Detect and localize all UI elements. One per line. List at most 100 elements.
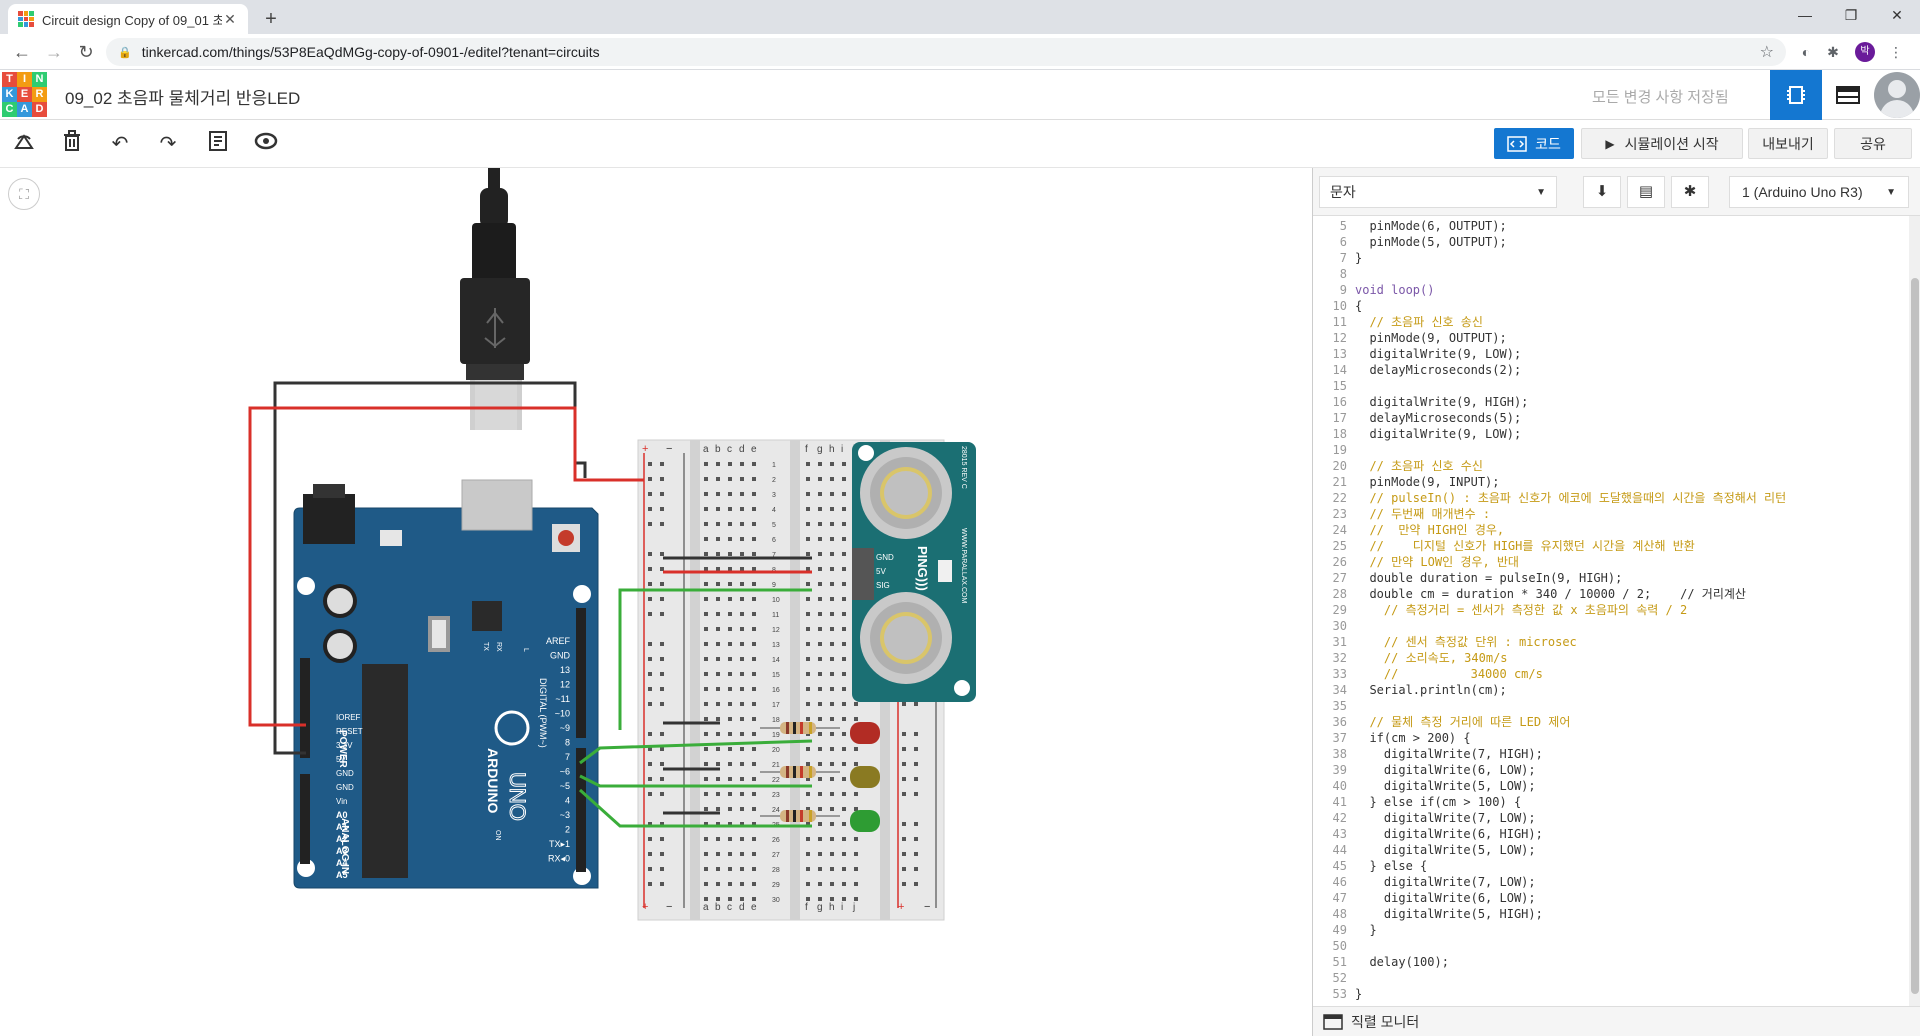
debugger-bug-icon[interactable]: ✱ [1671,176,1709,208]
code-line[interactable]: 16 digitalWrite(9, HIGH); [1313,394,1909,410]
browser-menu-icon[interactable]: ⋮ [1889,44,1903,60]
code-line[interactable]: 13 digitalWrite(9, LOW); [1313,346,1909,362]
arduino-uno-board[interactable]: IOREF RESET 3.3V 5V GND GND Vin A0 A1 A2… [293,479,599,889]
editor-scrollbar[interactable] [1909,216,1920,1006]
code-line[interactable]: 8 [1313,266,1909,282]
visibility-eye-icon[interactable] [252,130,280,158]
green-led[interactable] [850,810,880,832]
led-red-signal-wire[interactable] [579,739,813,765]
library-icon[interactable]: ▤ [1627,176,1665,208]
restore-icon[interactable]: ❐ [1844,7,1858,23]
circuit-view-button[interactable] [1770,70,1822,120]
redo-icon[interactable]: ↷ [159,133,177,155]
code-line[interactable]: 48 digitalWrite(5, HIGH); [1313,906,1909,922]
code-line[interactable]: 30 [1313,618,1909,634]
code-line[interactable]: 17 delayMicroseconds(5); [1313,410,1909,426]
new-tab-button[interactable]: + [265,8,277,30]
serial-monitor-toggle[interactable]: 직렬 모니터 [1313,1006,1920,1036]
code-line[interactable]: 23 // 두번째 매개변수 : [1313,506,1909,522]
close-window-icon[interactable]: ✕ [1891,7,1903,23]
code-line[interactable]: 51 delay(100); [1313,954,1909,970]
code-line[interactable]: 10{ [1313,298,1909,314]
code-line[interactable]: 47 digitalWrite(6, LOW); [1313,890,1909,906]
sensor-sig-wire[interactable] [618,588,812,730]
code-line[interactable]: 42 digitalWrite(7, LOW); [1313,810,1909,826]
code-editor[interactable]: 5 pinMode(6, OUTPUT);6 pinMode(5, OUTPUT… [1313,216,1909,1006]
code-line[interactable]: 26 // 만약 LOW인 경우, 반대 [1313,554,1909,570]
code-line[interactable]: 43 digitalWrite(6, HIGH); [1313,826,1909,842]
code-line[interactable]: 14 delayMicroseconds(2); [1313,362,1909,378]
code-line[interactable]: 20 // 초음파 신호 수신 [1313,458,1909,474]
code-line[interactable]: 18 digitalWrite(9, LOW); [1313,426,1909,442]
black-ground-wire[interactable] [273,381,587,755]
code-line[interactable]: 36 // 물체 측정 거리에 따른 LED 제어 [1313,714,1909,730]
code-line[interactable]: 7} [1313,250,1909,266]
tab-close-icon[interactable]: ✕ [224,10,236,27]
code-line[interactable]: 53} [1313,986,1909,1002]
code-line[interactable]: 33 // 34000 cm/s [1313,666,1909,682]
code-line[interactable]: 40 digitalWrite(5, LOW); [1313,778,1909,794]
code-line[interactable]: 6 pinMode(5, OUTPUT); [1313,234,1909,250]
red-5v-wire[interactable] [248,406,644,727]
code-line[interactable]: 19 [1313,442,1909,458]
export-button[interactable]: 내보내기 [1748,128,1828,159]
code-line[interactable]: 22 // pulseIn() : 초음파 신호가 에코에 도달했을때의 시간을… [1313,490,1909,506]
extension-icon[interactable]: ◐ [1801,44,1811,60]
resistors[interactable] [760,722,840,822]
led-green-signal-wire[interactable] [578,788,812,828]
browser-tab[interactable]: Circuit design Copy of 09_01 초 ✕ [8,4,248,34]
bookmark-star-icon[interactable]: ☆ [1759,44,1774,61]
share-button[interactable]: 공유 [1834,128,1912,159]
forward-icon[interactable]: → [45,42,63,62]
minimize-icon[interactable]: — [1798,7,1812,23]
wires[interactable] [248,381,813,828]
code-line[interactable]: 29 // 측정거리 = 센서가 측정한 값 x 초음파의 속력 / 2 [1313,602,1909,618]
extensions-puzzle-icon[interactable]: ✱ [1827,44,1839,60]
code-line[interactable]: 44 digitalWrite(5, LOW); [1313,842,1909,858]
code-line[interactable]: 21 pinMode(9, INPUT); [1313,474,1909,490]
code-line[interactable]: 49 } [1313,922,1909,938]
code-line[interactable]: 5 pinMode(6, OUTPUT); [1313,218,1909,234]
usb-cable[interactable] [460,168,530,430]
code-line[interactable]: 38 digitalWrite(7, HIGH); [1313,746,1909,762]
code-line[interactable]: 27 double duration = pulseIn(9, HIGH); [1313,570,1909,586]
schematic-view-button[interactable] [1822,70,1874,120]
code-line[interactable]: 12 pinMode(9, OUTPUT); [1313,330,1909,346]
user-avatar[interactable] [1874,72,1920,118]
scrollbar-thumb[interactable] [1911,278,1919,994]
code-line[interactable]: 28 double cm = duration * 340 / 10000 / … [1313,586,1909,602]
code-line[interactable]: 32 // 소리속도, 340m/s [1313,650,1909,666]
project-title[interactable]: 09_02 초음파 물체거리 반응LED [65,89,301,108]
url-input[interactable]: 🔒 tinkercad.com/things/53P8EaQdMGg-copy-… [106,38,1786,66]
code-line[interactable]: 34 Serial.println(cm); [1313,682,1909,698]
red-led[interactable] [850,722,880,744]
code-line[interactable]: 25 // 디지털 신호가 HIGH를 유지했던 시간을 계산해 반환 [1313,538,1909,554]
reload-icon[interactable]: ↻ [78,42,94,62]
code-line[interactable]: 39 digitalWrite(6, LOW); [1313,762,1909,778]
code-line[interactable]: 50 [1313,938,1909,954]
trash-icon[interactable] [58,130,86,158]
code-button[interactable]: 코드 [1494,128,1574,159]
profile-avatar[interactable]: 박 [1855,42,1875,62]
leds[interactable] [850,722,880,832]
code-line[interactable]: 41 } else if(cm > 100) { [1313,794,1909,810]
code-line[interactable]: 24 // 만약 HIGH인 경우, [1313,522,1909,538]
ping-ultrasonic-sensor[interactable]: GND 5V SIG PING))) WWW.PARALLAX.COM 2801… [852,442,976,702]
back-icon[interactable]: ← [13,42,31,62]
start-simulation-button[interactable]: ▶ 시뮬레이션 시작 [1581,128,1743,159]
tinkercad-logo[interactable]: T I N K E R C A D [2,72,47,117]
download-icon[interactable]: ⬇ [1583,176,1621,208]
code-line[interactable]: 46 digitalWrite(7, LOW); [1313,874,1909,890]
code-line[interactable]: 52 [1313,970,1909,986]
rotate-icon[interactable] [10,130,38,158]
undo-icon[interactable]: ↶ [111,133,129,155]
code-line[interactable]: 37 if(cm > 200) { [1313,730,1909,746]
code-line[interactable]: 35 [1313,698,1909,714]
code-line[interactable]: 45 } else { [1313,858,1909,874]
notes-icon[interactable] [204,130,232,158]
yellow-led[interactable] [850,766,880,788]
fit-view-icon[interactable]: ⛶ [8,178,40,210]
code-line[interactable]: 15 [1313,378,1909,394]
